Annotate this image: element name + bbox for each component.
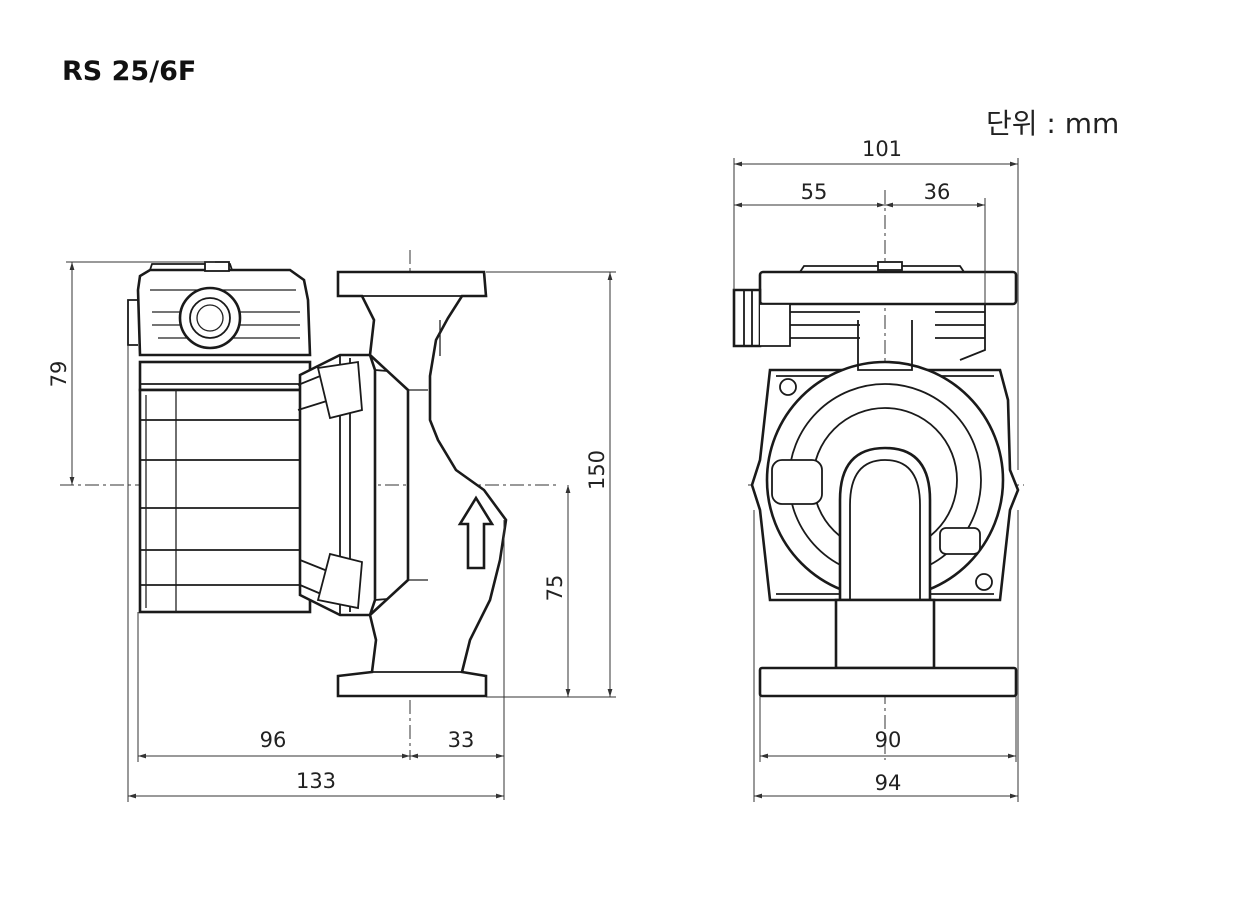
dim-33-label: 33: [448, 728, 475, 752]
dim-75: 75: [543, 485, 571, 697]
front-control-box: [732, 261, 1018, 361]
dim-90-label: 90: [875, 728, 902, 752]
dim-90: 90: [759, 696, 1017, 762]
dim-55-label: 55: [801, 180, 828, 204]
side-view: 79 150 75 96 33 133: [47, 250, 616, 802]
control-box: [127, 261, 312, 357]
dim-133: 133: [127, 345, 504, 802]
front-base-flange: [758, 666, 1018, 698]
motor-housing: [138, 360, 312, 614]
dim-101: 101: [733, 137, 1019, 470]
front-view: 101 55 36 90 94: [732, 137, 1024, 802]
dim-133-label: 133: [296, 769, 336, 793]
dim-150: 150: [486, 271, 616, 698]
arrow-up-icon: [457, 495, 495, 570]
model-title: RS 25/6F: [62, 56, 197, 87]
dim-94: 94: [753, 510, 1019, 802]
dim-150-label: 150: [585, 450, 609, 490]
dim-96-label: 96: [260, 728, 287, 752]
dim-36-label: 36: [924, 180, 951, 204]
dim-55-36: 55 36: [734, 180, 986, 304]
dim-94-label: 94: [875, 771, 902, 795]
dim-79: 79: [47, 261, 215, 485]
unit-label: 단위 : mm: [986, 107, 1120, 140]
dim-79-label: 79: [47, 361, 71, 388]
dim-101-label: 101: [862, 137, 902, 161]
dim-75-label: 75: [543, 575, 567, 602]
dim-96-33: 96 33: [137, 520, 505, 800]
pump-body: [336, 270, 508, 698]
front-pipe: [834, 320, 936, 670]
